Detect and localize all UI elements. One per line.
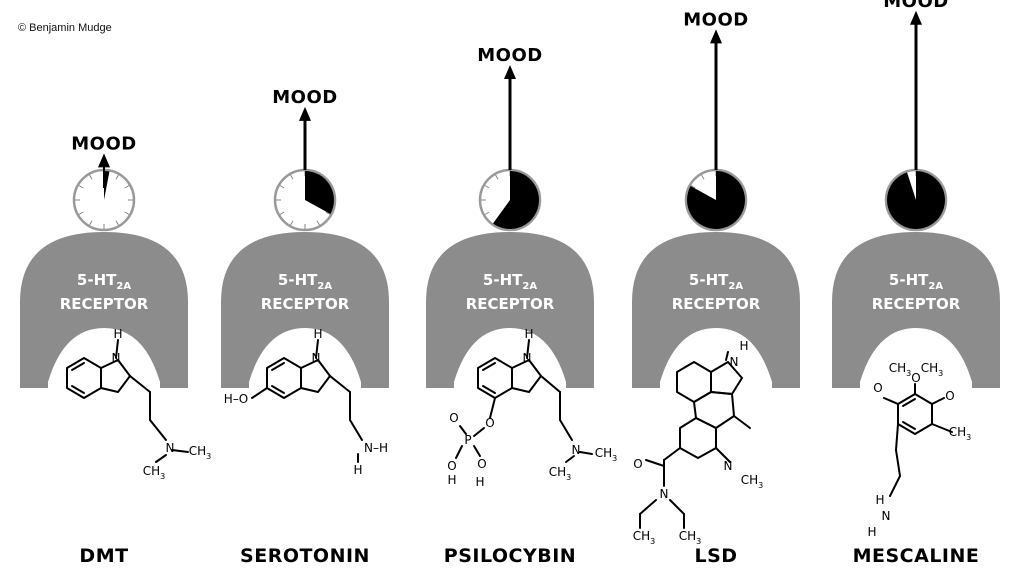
serotonin-amine-h: H <box>353 463 362 477</box>
serotonin-receptor-label: 5-HT2A <box>278 271 332 292</box>
psilocybin-n-atom: N <box>523 351 532 365</box>
lsd-h-atom: H <box>739 339 748 353</box>
lsd-amide-n: N <box>660 487 669 501</box>
lsd-receptor-line2: RECEPTOR <box>672 295 761 313</box>
mescaline-mood-fill <box>886 171 945 229</box>
psilocybin-amine-n: N <box>572 443 581 457</box>
psilocybin-molecule: H N O P O O O H H N CH3 CH3 <box>447 327 617 489</box>
psilocybin-o-2: O <box>449 411 458 425</box>
lsd-molecule: N H N CH3 O N CH3 CH3 <box>633 339 764 546</box>
mescaline-receptor <box>832 232 1000 388</box>
lsd-receptor-label: 5-HT2A <box>689 271 743 292</box>
dmt-name-label: DMT <box>79 545 128 567</box>
dmt-methyl-2: CH3 <box>143 464 166 481</box>
psilocybin-methyl-1: CH3 <box>595 446 618 463</box>
dmt-molecule: H N N CH3 CH3 <box>66 327 212 481</box>
mescaline-n-atom: N <box>882 509 891 523</box>
psilocybin-receptor <box>426 232 594 388</box>
serotonin-mood-fill <box>305 171 335 214</box>
mescaline-receptor-line2: RECEPTOR <box>872 295 961 313</box>
dmt-mood-label: MOOD <box>71 133 136 154</box>
psilocybin-receptor-label: 5-HT2A <box>483 271 537 292</box>
serotonin-receptor-line2: RECEPTOR <box>261 295 350 313</box>
psilocybin-h-atom: H <box>524 327 533 341</box>
mescaline-mood-label: MOOD <box>883 0 948 12</box>
dmt-methyl-1: CH3 <box>189 444 212 461</box>
psilocybin-mood-fill <box>492 171 539 229</box>
lsd-name-label: LSD <box>694 545 737 567</box>
lsd-n-atom: N <box>730 355 739 369</box>
dmt-h-atom: H <box>113 327 122 341</box>
lsd-n-2: N <box>724 459 733 473</box>
serotonin-molecule: H N H–O N–H H <box>224 327 388 477</box>
lsd-ethyl-2: CH3 <box>679 529 702 546</box>
psilocybin-methyl-2: CH3 <box>549 465 572 482</box>
serotonin-amine: N–H <box>364 441 388 455</box>
lsd-mood-label: MOOD <box>683 9 748 30</box>
lsd-mood-fill <box>687 171 746 229</box>
mescaline-o-1: O <box>873 381 882 395</box>
psilocybin-h-3: H <box>475 475 484 489</box>
mescaline-o-3: O <box>945 389 954 403</box>
mescaline-receptor-label: 5-HT2A <box>889 271 943 292</box>
serotonin-name-label: SEROTONIN <box>240 545 370 567</box>
dmt-receptor <box>20 232 188 388</box>
serotonin-n-atom: N <box>312 351 321 365</box>
mescaline-h-1: H <box>875 493 884 507</box>
copyright-credit: © Benjamin Mudge <box>18 22 112 34</box>
mescaline-h-2: H <box>867 525 876 539</box>
psilocybin-o-4: O <box>477 457 486 471</box>
psilocybin-o-1: O <box>485 416 494 430</box>
dmt-receptor-label: 5-HT2A <box>77 271 131 292</box>
serotonin-hydroxyl: H–O <box>224 392 248 406</box>
serotonin-receptor <box>221 232 389 388</box>
dmt-receptor-line2: RECEPTOR <box>60 295 149 313</box>
lsd-receptor <box>632 232 800 388</box>
dmt-n-atom: N <box>112 351 121 365</box>
mescaline-methyl-2: CH3 <box>921 361 944 378</box>
psilocybin-p-atom: P <box>464 433 471 447</box>
serotonin-h-atom: H <box>313 327 322 341</box>
lsd-methyl: CH3 <box>741 473 764 490</box>
mescaline-o-2: O <box>911 371 920 385</box>
psilocybin-receptor-line2: RECEPTOR <box>466 295 555 313</box>
psilocybin-h-2: H <box>447 473 456 487</box>
serotonin-mood-label: MOOD <box>272 87 337 108</box>
mescaline-methyl-1: CH3 <box>889 361 912 378</box>
dmt-amine-n: N <box>166 441 175 455</box>
dmt-mood-fill <box>104 171 110 200</box>
lsd-ethyl-1: CH3 <box>633 529 656 546</box>
mescaline-methyl-3: CH3 <box>949 425 972 442</box>
mescaline-name-label: MESCALINE <box>853 545 980 567</box>
mescaline-molecule: O O O CH3 CH3 CH3 H N H <box>867 361 971 539</box>
lsd-o-atom: O <box>633 457 642 471</box>
psilocybin-name-label: PSILOCYBIN <box>444 545 576 567</box>
psilocybin-o-3: O <box>447 459 456 473</box>
psilocybin-mood-label: MOOD <box>477 45 542 66</box>
